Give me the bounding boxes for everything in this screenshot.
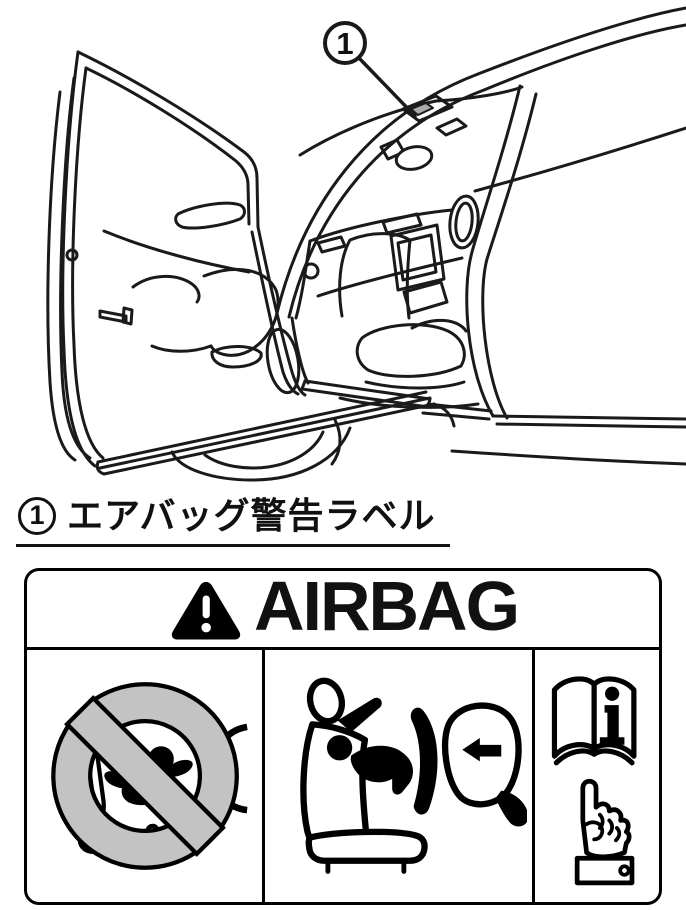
airbag-label-body — [27, 650, 659, 902]
door-pocket — [210, 345, 263, 369]
airbag-label-header: AIRBAG — [27, 571, 659, 650]
label-panel-prohibition — [27, 650, 265, 902]
pointing-hand — [574, 778, 635, 886]
caption-text: エアバッグ警告ラベル — [67, 495, 436, 536]
dash-tray — [381, 212, 423, 235]
b-pillar — [465, 84, 538, 420]
nav-screen — [389, 223, 446, 292]
warning-triangle-icon — [171, 581, 241, 640]
rearview-mirror — [379, 138, 434, 171]
open-door — [46, 50, 436, 476]
sill-lines — [421, 402, 686, 466]
headliner-lines — [298, 85, 524, 157]
label-panel-read-manual — [535, 650, 659, 902]
callout-number: 1 — [336, 26, 353, 61]
car-interior-figure: 1 — [46, 6, 686, 482]
callout-leader-line — [357, 56, 417, 118]
glass-reflection-panel — [174, 201, 246, 230]
a-pillar — [275, 72, 486, 319]
callout-1: 1 — [323, 21, 417, 118]
callout-circle — [323, 21, 367, 65]
door-armrest — [131, 274, 201, 304]
information-symbol — [599, 686, 625, 745]
dashboard — [294, 208, 470, 320]
child-seat-airbag-deployment-icon — [299, 677, 527, 874]
map-light — [435, 117, 468, 137]
door-belt-line — [102, 229, 251, 274]
airbag-title: AIRBAG — [253, 568, 520, 645]
label-panel-deployment — [265, 650, 535, 902]
read-owners-manual-pointing-hand-icon — [551, 676, 637, 886]
car-line-drawing: 1 — [46, 6, 686, 482]
figure-caption: 1 エアバッグ警告ラベル — [16, 496, 450, 547]
caption-number-badge: 1 — [18, 496, 56, 535]
belt-line — [473, 126, 686, 193]
front-wheel — [170, 418, 352, 482]
steering-wheel — [448, 194, 480, 250]
prohibition-rear-facing-child-seat-icon — [50, 682, 248, 870]
side-vent — [316, 235, 347, 254]
visor-warning-label — [410, 102, 434, 116]
airbag-warning-label: AIRBAG — [24, 568, 662, 905]
driver-seat — [338, 232, 480, 409]
roof-lines — [476, 6, 686, 92]
